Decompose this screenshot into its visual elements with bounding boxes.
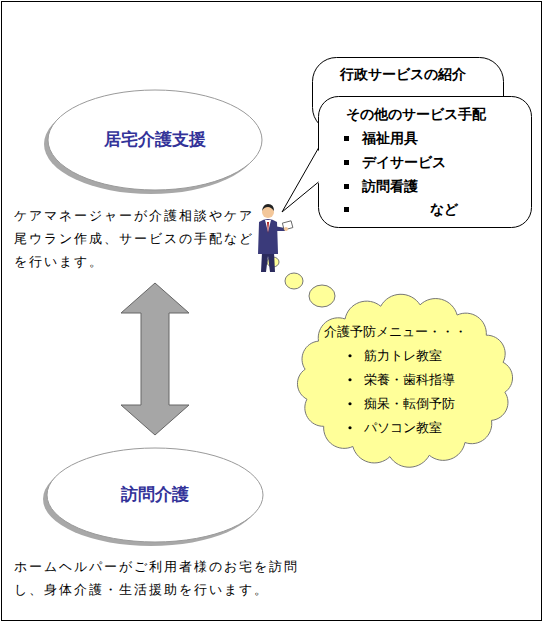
- node-outline: [12, 86, 312, 277]
- node-text: 福祉用具: [362, 128, 418, 149]
- list-bullet: [348, 426, 351, 429]
- node-text: 筋力トレ教室: [364, 346, 442, 366]
- bubble-tail: [282, 148, 319, 212]
- person-suit: [258, 219, 278, 254]
- ellipse-shape: [47, 448, 263, 542]
- list-bullet: [348, 402, 351, 405]
- node-text: 痴呆・転倒予防: [364, 394, 455, 414]
- double-arrow: [121, 283, 189, 435]
- person-hair: [262, 204, 274, 211]
- list-bullet: [348, 378, 351, 381]
- thought-cloud: 介護予防メニュー・・・筋力トレ教室栄養・歯科指導痴呆・転倒予防パソコン教室: [298, 298, 512, 464]
- list-bullet: [344, 184, 349, 189]
- node-text: など: [430, 199, 458, 220]
- node-outline: [12, 443, 332, 605]
- node-heading: 介護予防メニュー・・・: [324, 322, 467, 342]
- person-figure: [258, 204, 293, 272]
- service-ellipse: 訪問介護ホームヘルパーがご利用者様のお宅を訪問し、身体介護・生活援助を行います。: [12, 443, 332, 605]
- cloud-shape: [297, 294, 512, 467]
- person-hand: [284, 227, 288, 231]
- node-text: デイサービス: [362, 152, 446, 173]
- person-tie: [267, 222, 269, 234]
- bubble-tail-fill: [282, 148, 320, 212]
- bubble-shape: [319, 97, 532, 228]
- ellipse-shape: [48, 90, 262, 190]
- node-heading: 行政サービスの紹介: [340, 64, 466, 85]
- service-ellipse: 居宅介護支援ケアマネージャーが介護相談やケア尾ウラン作成、サービスの手配などを行…: [12, 86, 312, 277]
- node-text: 訪問看護: [362, 176, 418, 197]
- node-heading: その他のサービス手配: [346, 104, 486, 125]
- list-bullet: [348, 354, 351, 357]
- node-heading: 居宅介護支援: [104, 127, 206, 153]
- list-bullet: [344, 207, 349, 212]
- thought-dot: [285, 273, 303, 289]
- person-legs: [261, 252, 275, 272]
- speech-bubble: その他のサービス手配福祉用具デイサービス訪問看護など: [318, 96, 532, 228]
- node-text: ホームヘルパーがご利用者様のお宅を訪問し、身体介護・生活援助を行います。: [14, 555, 314, 601]
- node-text: パソコン教室: [364, 418, 442, 438]
- thought-dot: [309, 285, 335, 307]
- list-bullet: [344, 160, 349, 165]
- node-text: ケアマネージャーが介護相談やケア尾ウラン作成、サービスの手配などを行います。: [14, 204, 264, 273]
- list-bullet: [344, 136, 349, 141]
- node-text: 栄養・歯科指導: [364, 370, 455, 390]
- node-heading: 訪問介護: [121, 482, 189, 508]
